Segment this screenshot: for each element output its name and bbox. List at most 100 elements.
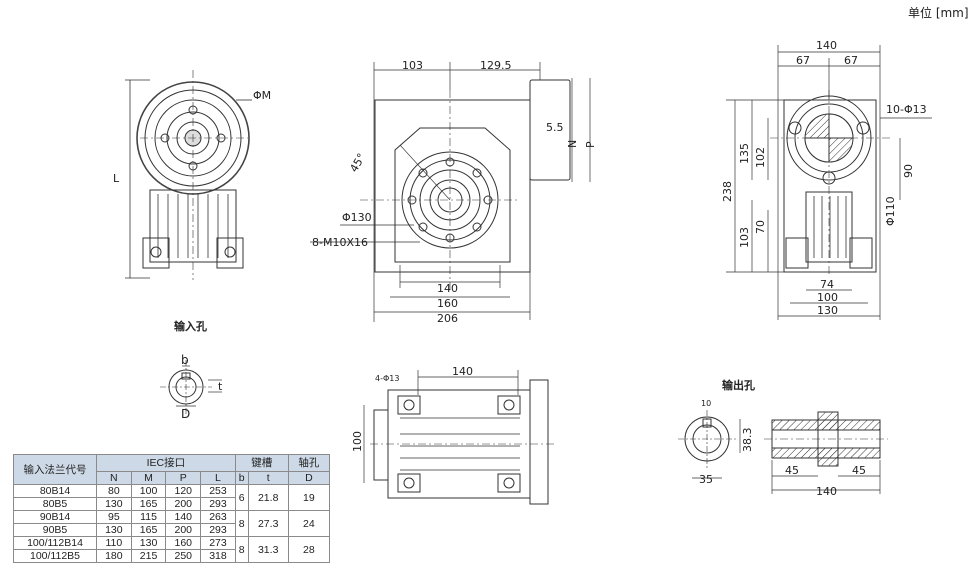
th-m: M [130,471,167,485]
cell-m: 165 [130,523,167,537]
dim-dia-m: ΦM [253,89,271,102]
cell-m: 215 [130,549,167,563]
dim-output-35: 35 [699,473,713,486]
table-row: 80B14 80 100 120 253 6 21.8 19 [13,484,331,511]
view-top [363,370,555,505]
dim-front-n: N [566,140,579,148]
dim-side-238: 238 [721,181,734,202]
dim-front-160: 160 [437,297,458,310]
cell-code: 90B14 [13,510,97,524]
cell-b: 8 [234,536,249,563]
caption-output-hole: 输出孔 [722,379,755,392]
cell-m: 115 [130,510,167,524]
th-d: D [287,471,331,485]
dim-output-140: 140 [816,485,837,498]
cell-m: 100 [130,484,167,498]
view-front [310,62,591,322]
th-b: b [234,471,249,485]
cell-d: 24 [287,510,331,537]
dim-front-top-right: 129.5 [480,59,512,72]
cell-p: 200 [165,523,202,537]
cell-t: 31.3 [247,536,289,563]
cell-n: 110 [96,536,132,550]
detail-output-hole [678,410,888,494]
cell-code: 90B5 [13,523,97,537]
th-flange-code: 输入法兰代号 [13,454,97,485]
cell-b: 6 [234,484,249,511]
th-iec: IEC接口 [96,454,236,472]
th-t: t [247,471,289,485]
th-keyway: 键槽 [234,454,289,472]
dim-front-top-left: 103 [402,59,423,72]
th-shaft-hole: 轴孔 [287,454,331,472]
cell-n: 180 [96,549,132,563]
dim-top-140: 140 [452,365,473,378]
dim-input-d: D [181,407,190,421]
cell-n: 130 [96,523,132,537]
th-l: L [200,471,236,485]
cell-b: 8 [234,510,249,537]
dim-side-holes: 10-Φ13 [886,103,927,116]
dim-side-140: 140 [816,39,837,52]
dim-side-74: 74 [820,278,834,291]
spec-table: 输入法兰代号 IEC接口 键槽 轴孔 N M P L b t D 80B14 8… [13,454,331,563]
th-p: P [165,471,202,485]
cell-n: 95 [96,510,132,524]
unit-label: 单位 [mm] [908,6,969,20]
dim-front-screws: 8-M10X16 [312,236,368,249]
th-n: N [96,471,132,485]
cell-l: 318 [200,549,236,563]
dim-front-206: 206 [437,312,458,325]
cell-n: 130 [96,497,132,511]
cell-m: 165 [130,497,167,511]
dim-side-dia-110: Φ110 [884,196,897,226]
dim-front-angle: 45° [347,151,368,174]
detail-input-hole [160,360,222,414]
cell-l: 253 [200,484,236,498]
dim-side-90: 90 [902,164,915,178]
cell-d: 19 [287,484,331,511]
dim-output-10: 10 [701,399,711,408]
table-row: 90B14 95 115 140 263 8 27.3 24 [13,510,331,537]
cell-n: 80 [96,484,132,498]
dim-side-67-right: 67 [844,54,858,67]
dim-input-t: t [218,380,223,393]
cell-code: 80B14 [13,484,97,498]
dim-side-102: 102 [754,147,767,168]
cell-l: 293 [200,497,236,511]
dim-top-holes: 4-Φ13 [375,374,399,383]
dim-output-38-3: 38.3 [741,428,754,453]
cell-p: 250 [165,549,202,563]
cell-l: 273 [200,536,236,550]
dim-side-103: 103 [738,227,751,248]
cell-m: 130 [130,536,167,550]
cell-l: 293 [200,523,236,537]
cell-code: 100/112B5 [13,549,97,563]
cell-p: 160 [165,536,202,550]
dim-input-b: b [181,353,189,367]
cell-p: 200 [165,497,202,511]
dim-front-5-5: 5.5 [546,121,564,134]
dim-side-135: 135 [738,143,751,164]
cell-p: 140 [165,510,202,524]
table-row: 100/112B5 180 215 250 318 [13,549,330,563]
view-input-side [125,70,252,280]
dim-front-140: 140 [437,282,458,295]
cell-l: 263 [200,510,236,524]
dim-output-45-left: 45 [785,464,799,477]
cell-t: 21.8 [247,484,289,511]
dim-len-l: L [113,172,120,185]
dim-side-100: 100 [817,291,838,304]
cell-code: 100/112B14 [13,536,97,550]
caption-input-hole: 输入孔 [174,320,207,333]
dim-side-130: 130 [817,304,838,317]
cell-p: 120 [165,484,202,498]
table-row: 100/112B14 110 130 160 273 8 31.3 28 [13,536,331,563]
dim-side-67-left: 67 [796,54,810,67]
view-output-side [726,45,932,320]
cell-t: 27.3 [247,510,289,537]
dim-top-100: 100 [351,431,364,452]
cell-code: 80B5 [13,497,97,511]
dim-output-45-right: 45 [852,464,866,477]
